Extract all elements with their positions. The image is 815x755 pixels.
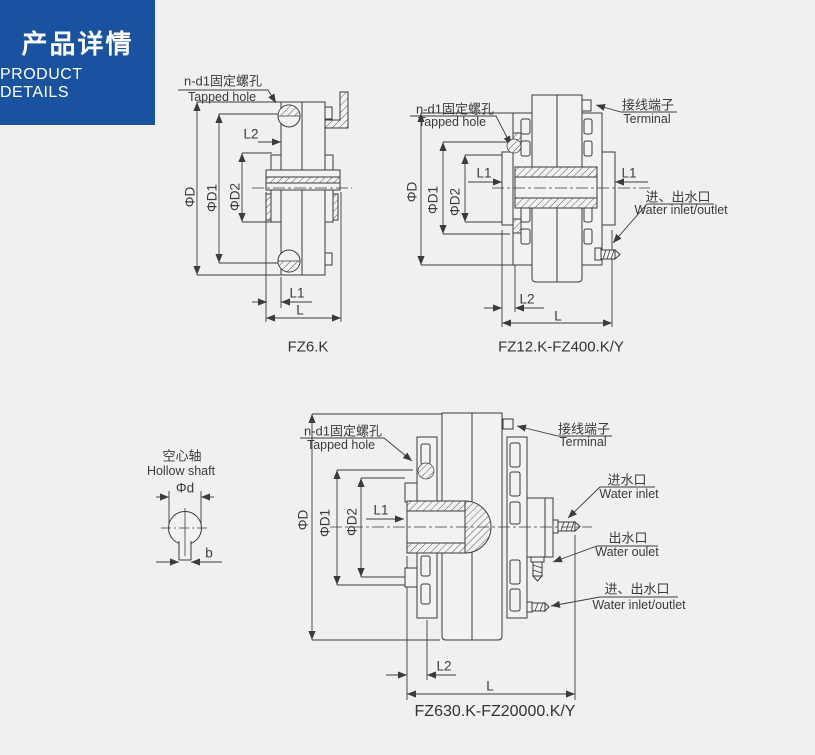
fz6k-caption: FZ6.K bbox=[287, 338, 329, 356]
banner-title-zh: 产品详情 bbox=[21, 28, 134, 59]
fz12k-drawing bbox=[410, 94, 714, 327]
fz12k-dim-l2: L2 bbox=[519, 291, 535, 307]
fz12k-dim-l: L bbox=[554, 308, 562, 324]
fz630k-dim-l: L bbox=[486, 678, 494, 694]
fz630k-dim-phi-d1: ΦD1 bbox=[317, 508, 333, 538]
fz630k-dim-l2: L2 bbox=[436, 658, 452, 674]
fz630k-water-outlet-label-zh: 出水口 bbox=[608, 530, 648, 546]
fz6k-dim-l2: L2 bbox=[243, 126, 259, 142]
hollow-shaft-label-en: Hollow shaft bbox=[146, 463, 216, 478]
fz6k-drawing bbox=[178, 89, 352, 322]
fz630k-dim-phi-d: ΦD bbox=[295, 509, 311, 531]
hollow-shaft-dim-phi-d: Φd bbox=[175, 480, 195, 496]
fz12k-water-io-label-zh: 进、出水口 bbox=[645, 189, 711, 205]
fz12k-dim-l1-left: L1 bbox=[476, 165, 492, 181]
fz12k-terminal-label-zh: 接线端子 bbox=[621, 97, 675, 113]
fz630k-terminal-label-zh: 接线端子 bbox=[557, 421, 611, 437]
hollow-shaft-detail bbox=[156, 491, 222, 566]
fz12k-dim-l1-right: L1 bbox=[621, 165, 637, 181]
fz6k-tapped-hole-label-zh: n-d1固定螺孔 bbox=[183, 73, 263, 89]
fz12k-tapped-hole-label-en: Tapped hole bbox=[417, 114, 487, 129]
hollow-shaft-label-zh: 空心轴 bbox=[162, 448, 202, 464]
fz6k-dim-phi-d1: ΦD1 bbox=[204, 183, 220, 213]
fz630k-water-outlet-label-en: Water oulet bbox=[595, 544, 659, 559]
fz12k-tapped-hole-label-zh: n-d1固定螺孔 bbox=[415, 101, 495, 117]
fz6k-dim-l: L bbox=[296, 302, 304, 318]
fz630k-water-inlet-label-zh: 进水口 bbox=[607, 472, 647, 488]
fz6k-tapped-hole-label-en: Tapped hole bbox=[187, 89, 257, 104]
fz630k-caption: FZ630.K-FZ20000.K/Y bbox=[414, 703, 576, 720]
fz630k-water-io-label-zh: 进、出水口 bbox=[604, 581, 670, 597]
fz630k-tapped-hole-label-zh: n-d1固定螺孔 bbox=[303, 423, 383, 439]
fz630k-tapped-hole-label-en: Tapped hole bbox=[306, 437, 376, 452]
fz12k-dim-phi-d: ΦD bbox=[404, 181, 420, 203]
fz630k-drawing bbox=[300, 412, 678, 700]
fz6k-dim-l1: L1 bbox=[289, 285, 305, 301]
fz6k-dim-phi-d: ΦD bbox=[182, 186, 198, 208]
fz630k-water-inlet-label-en: Water inlet bbox=[599, 486, 659, 501]
fz630k-terminal-label-en: Terminal bbox=[559, 434, 607, 449]
fz6k-dim-phi-d2: ΦD2 bbox=[227, 182, 243, 212]
fz12k-water-io-label-en: Water inlet/outlet bbox=[634, 202, 728, 217]
fz630k-dim-phi-d2: ΦD2 bbox=[344, 507, 360, 537]
fz630k-water-io-label-en: Water inlet/outlet bbox=[592, 597, 686, 612]
fz12k-dim-phi-d1: ΦD1 bbox=[425, 185, 441, 215]
banner-title-en: PRODUCT DETAILS bbox=[0, 65, 83, 101]
fz630k-dim-l1: L1 bbox=[373, 502, 389, 518]
fz12k-terminal-label-en: Terminal bbox=[623, 111, 671, 126]
fz12k-caption: FZ12.K-FZ400.K/Y bbox=[498, 338, 624, 356]
fz12k-dim-phi-d2: ΦD2 bbox=[447, 187, 463, 217]
product-details-banner: 产品详情 PRODUCT DETAILS bbox=[0, 0, 155, 125]
hollow-shaft-dim-b: b bbox=[205, 545, 213, 561]
